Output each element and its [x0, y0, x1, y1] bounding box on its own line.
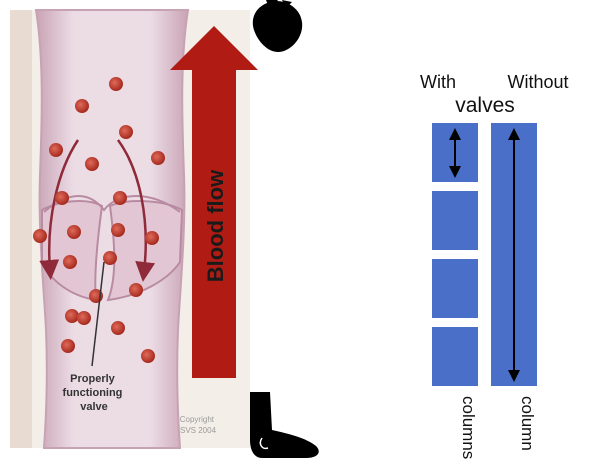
heart-icon	[252, 0, 303, 53]
copyright-text: Copyright SVS 2004	[180, 415, 217, 435]
blood-cell	[141, 349, 155, 363]
copyright-line: Copyright	[180, 415, 215, 424]
without-label: Without	[507, 72, 568, 92]
blood-flow-arrow-shape	[170, 26, 258, 378]
blood-cell	[119, 125, 133, 139]
valves-label: valves	[455, 94, 515, 117]
blood-cell	[113, 191, 127, 205]
single-column	[491, 123, 537, 386]
foot-highlight	[259, 437, 269, 450]
blood-cell	[129, 283, 143, 297]
blood-cell	[75, 99, 89, 113]
blood-cell	[103, 251, 117, 265]
blood-cell	[111, 223, 125, 237]
vein-shading-left	[10, 10, 32, 448]
blood-cell	[67, 225, 81, 239]
flow-arrow-left	[39, 139, 80, 280]
blood-flow-label: Blood flow	[203, 169, 228, 282]
blood-cell	[55, 191, 69, 205]
column-segment	[432, 259, 478, 318]
with-label: With	[420, 72, 456, 92]
long-double-arrow	[508, 128, 520, 382]
blood-cell	[63, 255, 77, 269]
blood-cell	[61, 339, 75, 353]
blood-cell	[65, 309, 79, 323]
columns-comparison: With Without valves columns column	[420, 72, 569, 459]
blood-cells	[33, 77, 165, 363]
blood-cell	[49, 143, 63, 157]
flow-arrow-right	[116, 139, 156, 282]
column-segment	[432, 327, 478, 386]
foot-shape	[250, 392, 319, 458]
foot-icon	[250, 392, 319, 458]
blood-cell	[111, 321, 125, 335]
blood-cell	[151, 151, 165, 165]
valve-caption-line: functioning	[63, 387, 123, 399]
valve-caption: Properly functioning valve	[63, 373, 126, 413]
blood-cell	[85, 157, 99, 171]
blood-cell	[77, 311, 91, 325]
blood-cell	[145, 231, 159, 245]
blood-cell	[33, 229, 47, 243]
valve-caption-line: valve	[80, 401, 108, 413]
blood-flow-arrow: Blood flow	[170, 26, 258, 378]
segmented-columns	[432, 123, 478, 386]
caption-pointer-line	[91, 261, 105, 367]
blood-cell	[109, 77, 123, 91]
valve-caption-line: Properly	[70, 373, 116, 385]
column-segment	[432, 191, 478, 250]
heart-shape	[252, 0, 303, 53]
column-label: column	[518, 396, 537, 451]
short-double-arrow	[449, 128, 461, 178]
heart-vessels	[266, 0, 292, 10]
columns-label: columns	[459, 396, 478, 459]
copyright-line: SVS 2004	[180, 426, 217, 435]
